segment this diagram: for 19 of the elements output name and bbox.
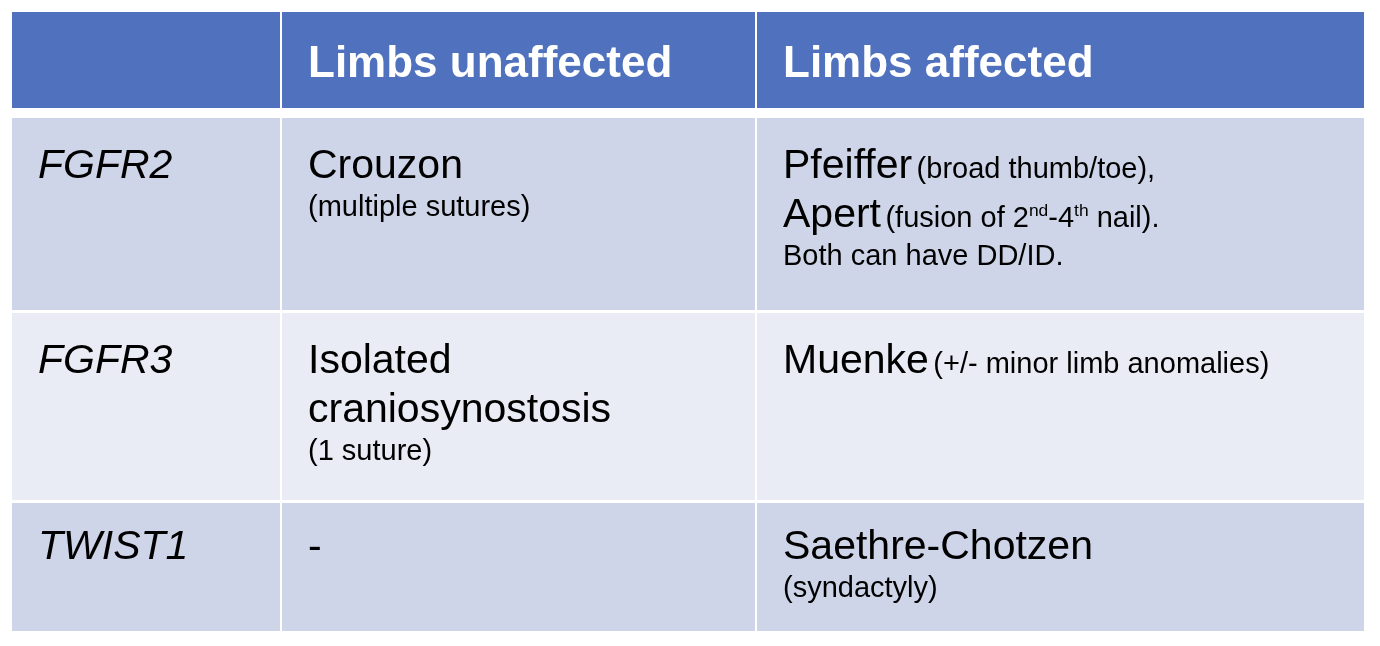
note-text: (syndactyly) [783, 571, 938, 604]
note-text: (multiple sutures) [308, 190, 531, 223]
column-header: Limbs affected [783, 37, 1094, 86]
note-text: (+/- minor limb anomalies) [933, 347, 1270, 379]
gene-name: FGFR3 [38, 336, 173, 382]
syndrome-name: Crouzon [308, 141, 463, 187]
note-text: (1 suture) [308, 434, 433, 467]
column-header: Limbs unaffected [308, 37, 673, 86]
syndrome-name: Apert [783, 190, 881, 237]
note-text: Both can have DD/ID. [783, 239, 1064, 272]
syndrome-name: - [308, 522, 322, 568]
note-text: (broad thumb/toe), [916, 152, 1156, 184]
gene-name: FGFR2 [38, 141, 173, 187]
syndrome-name: Muenke [783, 336, 929, 382]
syndrome-name: Isolated craniosynostosis [308, 336, 612, 432]
syndrome-name: Saethre-Chotzen [783, 522, 1093, 568]
gene-name: TWIST1 [38, 522, 189, 568]
syndrome-name: Pfeiffer [783, 141, 913, 187]
note-text: (fusion of 2$^{nd}$-4$^{th}$ nail). [885, 201, 1160, 234]
